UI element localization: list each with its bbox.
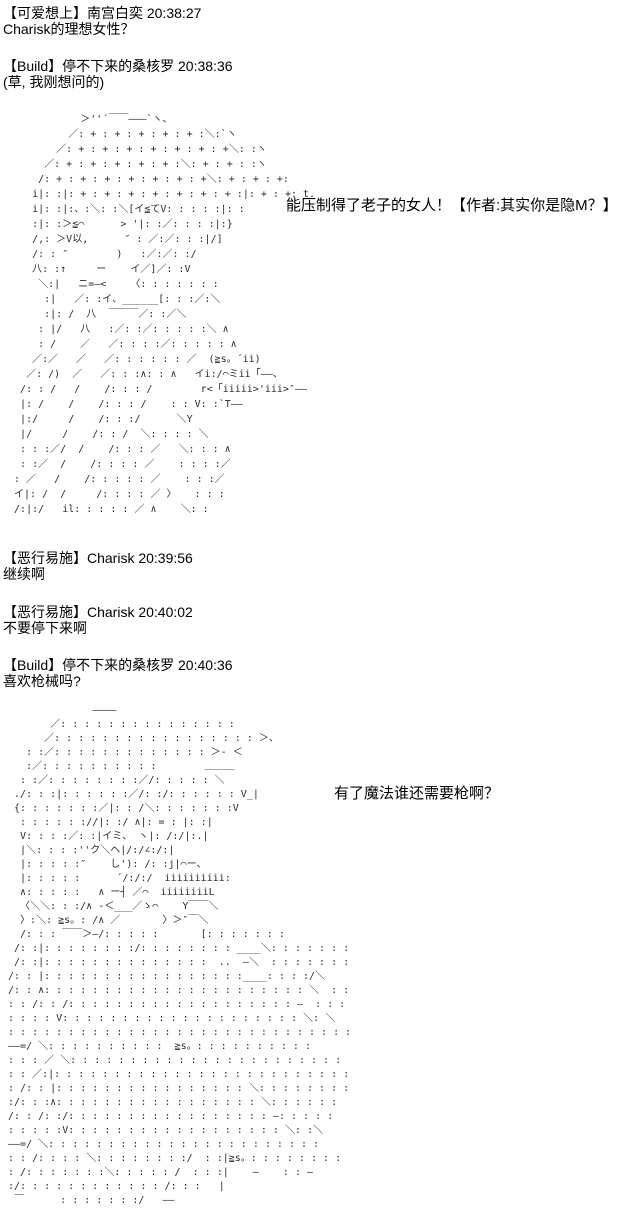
chat-message: 【Build】停不下来的桑核罗 20:38:36 (草, 我刚想问的) — [3, 58, 233, 90]
ascii-art-character-2: ―――― ／: : : : : : : : : : : : : : : ／: :… — [8, 705, 352, 1206]
ascii-art-character-1: ＞''´￣￣―――`ヽ、 ／: + : + : + : + : + :＼:`ヽ … — [14, 114, 316, 515]
message-body: Charisk的理想女性？ — [3, 21, 135, 37]
message-header: 【恶行易施】Charisk 20:39:56 — [3, 550, 193, 566]
message-header: 【恶行易施】Charisk 20:40:02 — [3, 604, 193, 620]
message-body: 继续啊 — [3, 566, 45, 582]
message-body: (草, 我刚想问的) — [3, 74, 105, 90]
chat-message: 【恶行易施】Charisk 20:39:56 继续啊 — [3, 550, 193, 582]
character-dialogue-2: 有了魔法谁还需要枪啊？ — [334, 785, 500, 802]
chat-message: 【恶行易施】Charisk 20:40:02 不要停下来啊 — [3, 604, 193, 636]
chat-message: 【可爱想上】南宫白奕 20:38:27 Charisk的理想女性？ — [3, 5, 201, 37]
message-body: 不要停下来啊 — [3, 620, 87, 636]
message-header: 【Build】停不下来的桑核罗 20:38:36 — [3, 58, 233, 74]
message-body: 喜欢枪械吗? — [3, 673, 81, 689]
message-header: 【可爱想上】南宫白奕 20:38:27 — [3, 5, 202, 21]
character-dialogue-1: 能压制得了老子的女人！【作者:其实你是隐M？】 — [286, 197, 618, 214]
message-header: 【Build】停不下来的桑核罗 20:40:36 — [3, 657, 233, 673]
chat-message: 【Build】停不下来的桑核罗 20:40:36 喜欢枪械吗? — [3, 657, 233, 689]
